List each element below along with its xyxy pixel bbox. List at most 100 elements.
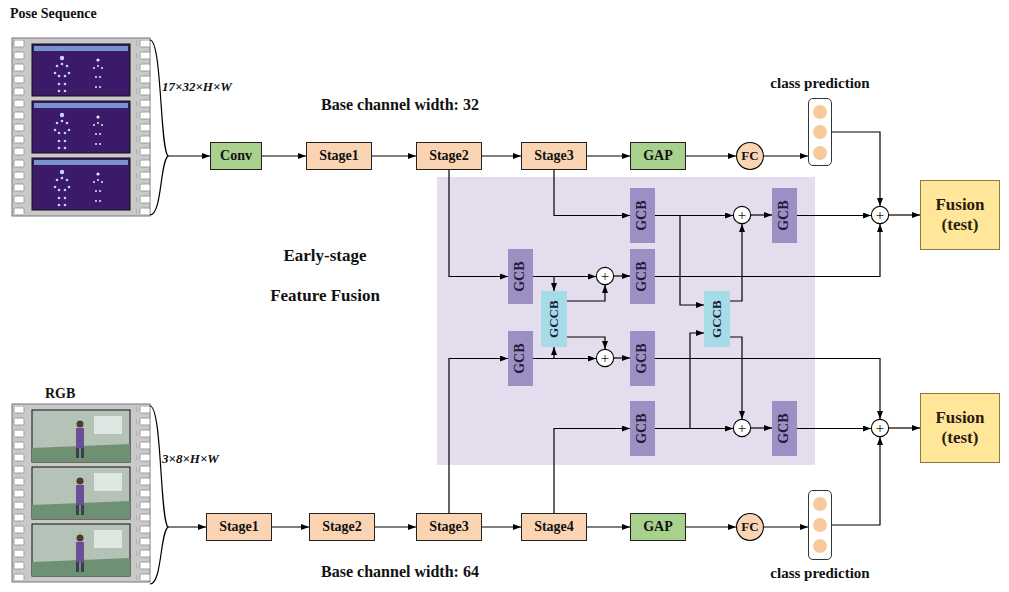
process-box: GAP	[630, 142, 686, 170]
sprocket-column	[12, 406, 26, 580]
pose-frame	[32, 44, 130, 96]
connector-arrow	[655, 216, 704, 306]
connector-arrow	[764, 155, 808, 156]
connector-arrow	[655, 359, 880, 420]
node-label: +	[601, 269, 609, 284]
node-label: GCB	[635, 200, 650, 230]
gcb-block: GCB	[630, 188, 655, 243]
connector-arrow	[372, 155, 416, 156]
circle-shape	[596, 349, 613, 366]
node-label: FC	[741, 520, 758, 534]
fc-circle: FC	[736, 513, 764, 541]
stage-box: Stage1	[206, 513, 272, 541]
score-dot	[813, 105, 827, 119]
connector-arrow	[614, 275, 630, 276]
gcb-block: GCB	[508, 249, 533, 304]
title-label: Pose Sequence	[10, 6, 97, 22]
node-label: Stage1	[219, 519, 259, 534]
node-label: +	[876, 208, 884, 223]
stage-box: Stage2	[309, 513, 375, 541]
fusion-box: Fusion (test)	[920, 393, 1000, 463]
rgb-frame	[32, 410, 130, 462]
node-label: +	[738, 421, 746, 436]
node-label: Conv	[220, 148, 252, 163]
connector-arrow	[832, 437, 880, 525]
dimension-label: 17×32×H×W	[162, 80, 232, 95]
node-label: GAP	[643, 519, 673, 534]
input-arrow	[168, 526, 206, 527]
connector-arrow	[449, 359, 508, 514]
circle-shape	[871, 206, 888, 223]
connector-arrow	[482, 155, 521, 156]
node-label: GCB	[635, 413, 650, 443]
gcb-block: GCB	[772, 188, 797, 243]
circle-shape	[871, 419, 888, 436]
gcb-block: GCB	[630, 331, 655, 386]
sum-node: +	[733, 206, 751, 224]
connector-arrow	[686, 526, 736, 527]
node-label: GCB	[513, 261, 528, 291]
gccb-block: GCCB	[704, 291, 730, 347]
connector-arrow	[889, 214, 920, 215]
pose-frame	[32, 101, 130, 153]
node-heading: class prediction	[770, 75, 869, 92]
connector-arrow	[797, 215, 871, 216]
connector-arrow	[797, 428, 871, 429]
rgb-frame	[32, 467, 130, 519]
rgb-film	[12, 404, 150, 582]
fusion-box: Fusion (test)	[920, 180, 1000, 250]
stage-box: Stage2	[416, 142, 482, 170]
section-label: Early-stage Feature Fusion	[255, 236, 395, 316]
connector-arrow	[889, 427, 920, 428]
connector-arrow	[554, 170, 630, 216]
node-label: +	[876, 421, 884, 436]
node-label: Stage3	[429, 519, 469, 534]
connector-arrow	[375, 526, 416, 527]
sprocket-column	[136, 40, 150, 214]
dimension-label: 3×8×H×W	[162, 452, 219, 467]
score-dot	[813, 497, 827, 511]
node-label: GCB	[777, 200, 792, 230]
connector-arrow	[272, 526, 309, 527]
connector-arrow	[587, 155, 630, 156]
gcb-block: GCB	[630, 249, 655, 304]
node-label: GCB	[635, 261, 650, 291]
node-label: Stage2	[429, 148, 469, 163]
node-label: GCCB	[710, 300, 724, 338]
node-label: +	[601, 351, 609, 366]
sum-node: +	[871, 419, 889, 437]
node-label: Stage4	[534, 519, 574, 534]
input-arrow	[168, 155, 210, 156]
gcb-block: GCB	[508, 331, 533, 386]
stage-box: Stage3	[521, 142, 587, 170]
film-strip	[12, 38, 150, 216]
score-dot	[813, 125, 827, 139]
node-label: Fusion (test)	[927, 408, 993, 447]
process-box: Conv	[210, 142, 262, 170]
connector-arrow	[449, 170, 508, 277]
connector-arrow	[655, 333, 704, 429]
circle-shape	[733, 419, 750, 436]
gcb-block: GCB	[630, 401, 655, 456]
connector-arrow	[533, 277, 554, 292]
gccb-block: GCCB	[541, 291, 567, 347]
prediction-box: class prediction	[808, 490, 832, 560]
gcb-block: GCB	[772, 401, 797, 456]
stage-box: Stage1	[306, 142, 372, 170]
connector-arrow	[567, 337, 605, 349]
stage-box: Stage4	[521, 513, 587, 541]
pose-film	[12, 38, 150, 216]
connector-arrow	[554, 429, 630, 514]
pose-frame	[32, 158, 130, 210]
sum-node: +	[871, 206, 889, 224]
connector-arrow	[262, 155, 306, 156]
connector-arrow	[567, 285, 605, 301]
score-dot	[813, 539, 827, 553]
node-label: GAP	[643, 148, 673, 163]
title-label: RGB	[45, 386, 75, 402]
node-heading: class prediction	[770, 565, 869, 582]
sprocket-column	[12, 40, 26, 214]
prediction-box: class prediction	[808, 98, 832, 166]
node-label: GCB	[513, 343, 528, 373]
